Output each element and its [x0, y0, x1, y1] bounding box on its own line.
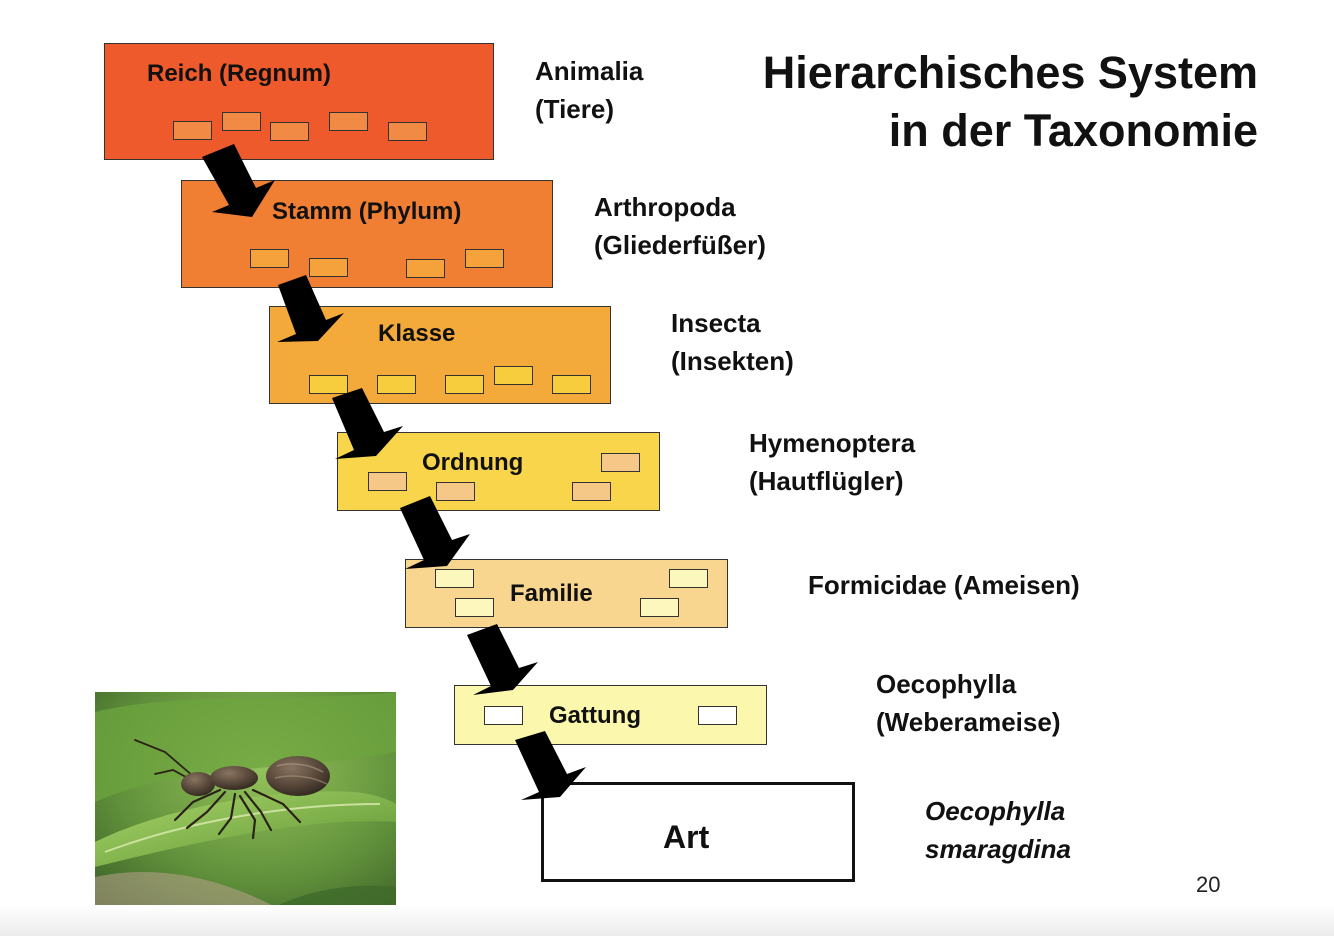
chip [698, 706, 737, 725]
taxon-name: Oecophylla [925, 796, 1066, 826]
title-line-2: in der Taxonomie [888, 105, 1258, 156]
ant-photo-illustration [95, 692, 396, 918]
box-label-gattung: Gattung [549, 702, 641, 729]
chip [309, 375, 348, 394]
chip [436, 482, 475, 501]
box-label-familie: Familie [510, 580, 593, 607]
taxon-common-name: (Tiere) [535, 94, 614, 124]
box-label-klasse: Klasse [378, 320, 456, 347]
box-label-stamm: Stamm (Phylum) [272, 198, 462, 225]
chip [222, 112, 261, 131]
chip [640, 598, 679, 617]
chip [601, 453, 640, 472]
page-number: 20 [1196, 872, 1221, 897]
chip [669, 569, 708, 588]
chip [494, 366, 533, 385]
box-klasse: Klasse [269, 306, 611, 404]
chip [250, 249, 289, 268]
chip [484, 706, 523, 725]
chip [368, 472, 407, 491]
chip [435, 569, 474, 588]
taxon-common-name: (Insekten) [671, 346, 794, 376]
box-stamm: Stamm (Phylum) [181, 180, 553, 288]
box-label-reich: Reich (Regnum) [147, 60, 332, 87]
chip [445, 375, 484, 394]
chip [377, 375, 416, 394]
bottom-shade [0, 905, 1334, 936]
taxon-common-name: (Weberameise) [876, 707, 1061, 737]
chip [552, 375, 591, 394]
taxon-familie: Formicidae (Ameisen) [808, 566, 1080, 604]
chip [173, 121, 212, 140]
taxon-klasse: Insecta (Insekten) [671, 304, 794, 380]
taxon-common-name: (Hautflügler) [749, 466, 904, 496]
taxon-gattung: Oecophylla (Weberameise) [876, 665, 1061, 741]
taxon-name: Formicidae (Ameisen) [808, 570, 1080, 600]
chip [309, 258, 348, 277]
taxon-art: Oecophylla smaragdina [925, 792, 1071, 868]
taxon-name: Hymenoptera [749, 428, 916, 458]
box-gattung: Gattung [454, 685, 767, 745]
title-line-1: Hierarchisches System [762, 47, 1258, 98]
chip [465, 249, 504, 268]
box-art: Art [541, 782, 855, 882]
taxon-name: Oecophylla [876, 669, 1017, 699]
chip [572, 482, 611, 501]
taxon-name: Arthropoda [594, 192, 736, 222]
taxon-reich: Animalia (Tiere) [535, 52, 643, 128]
taxon-ordnung: Hymenoptera (Hautflügler) [749, 424, 915, 500]
box-label-art: Art [663, 819, 710, 855]
chip [388, 122, 427, 141]
taxon-stamm: Arthropoda (Gliederfüßer) [594, 188, 766, 264]
slide-title: Hierarchisches System in der Taxonomie [763, 44, 1258, 160]
taxon-species-epithet: smaragdina [925, 834, 1071, 864]
box-reich: Reich (Regnum) [104, 43, 494, 160]
taxon-name: Insecta [671, 308, 761, 338]
taxon-name: Animalia [535, 56, 644, 86]
box-label-ordnung: Ordnung [422, 449, 524, 476]
chip [270, 122, 309, 141]
box-familie: Familie [405, 559, 728, 628]
chip [329, 112, 368, 131]
ant-photo [95, 692, 396, 918]
chip [455, 598, 494, 617]
box-ordnung: Ordnung [337, 432, 660, 511]
chip [406, 259, 445, 278]
taxon-common-name: (Gliederfüßer) [594, 230, 766, 260]
